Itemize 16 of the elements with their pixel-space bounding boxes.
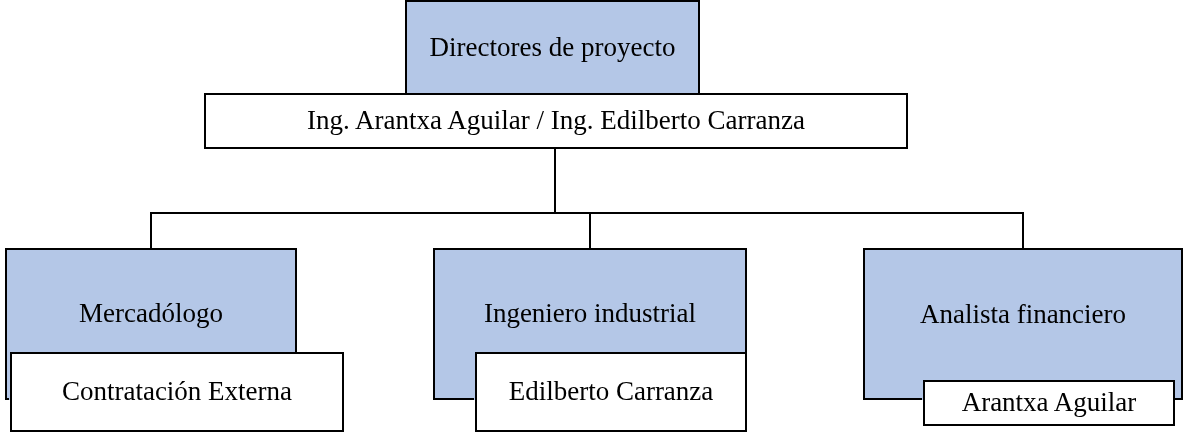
role-title: Directores de proyecto [429,30,676,64]
role-title: Ingeniero industrial [483,297,697,331]
role-title: Mercadólogo [79,297,223,331]
person-name: Contratación Externa [61,375,293,409]
person-name: Ing. Arantxa Aguilar / Ing. Edilberto Carranza [307,104,805,138]
role-title: Analista financiero [919,298,1127,332]
name-box [475,352,747,432]
role-box [863,248,1183,380]
role-box [5,248,297,352]
person-name: Arantxa Aguilar [961,386,1137,420]
role-box [405,0,700,93]
role-box [433,248,747,352]
name-box [923,380,1175,426]
name-box [10,352,344,432]
name-box [204,93,908,149]
person-name: Edilberto Carranza [508,375,714,409]
